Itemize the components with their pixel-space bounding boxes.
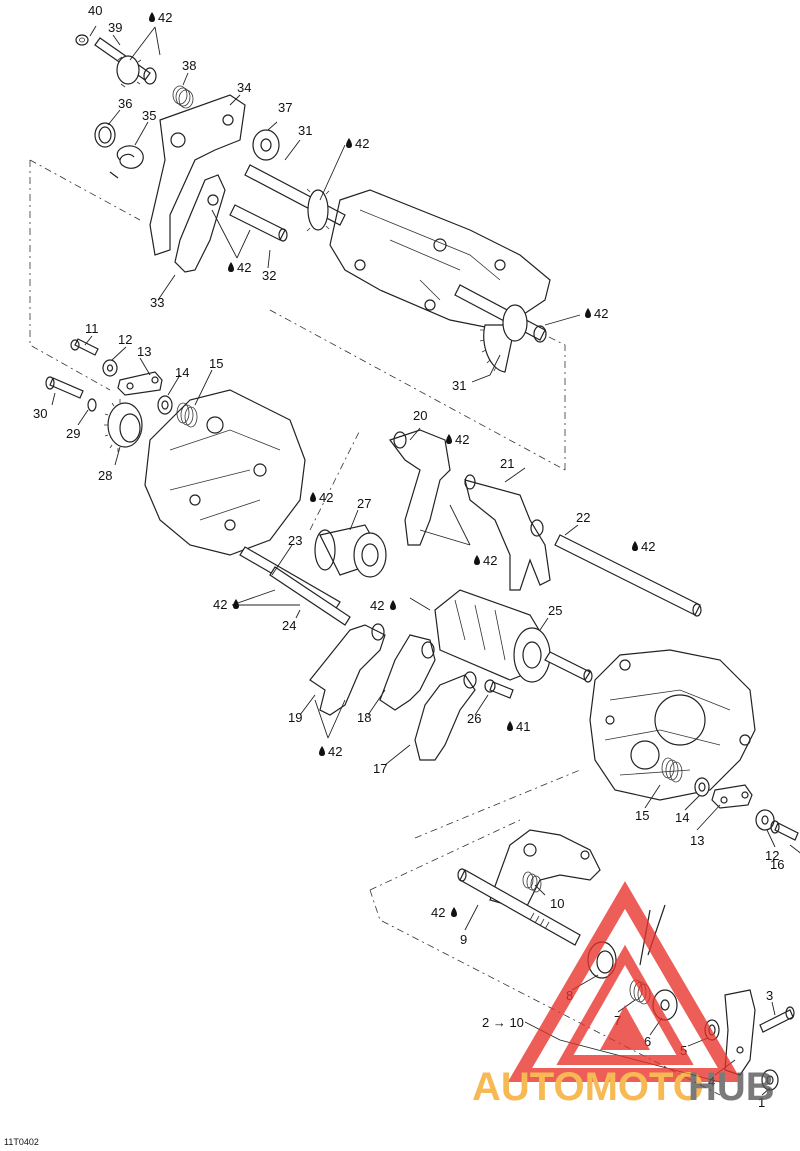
callout-14-left: 14 [175,365,189,380]
callout-14-right: 14 [675,810,689,825]
drop-icon [310,492,316,502]
callout-32: 32 [262,268,276,283]
drop-icon [585,308,591,318]
lube-label: 42 [213,597,227,612]
assembly-guide-lines [29,159,721,1096]
callout-13-right: 13 [690,833,704,848]
callout-37: 37 [278,100,292,115]
callout-20: 20 [413,408,427,423]
callout-13-left: 13 [137,344,151,359]
lube-label: 42 [158,10,172,25]
callout-11: 11 [85,321,99,336]
drop-icon [233,599,239,609]
shift-shaft-assembly [457,829,795,1091]
callout-35: 35 [142,108,156,123]
callout-19: 19 [288,710,302,725]
lube-label: 42 [594,306,608,321]
callout-15-left: 15 [209,356,223,371]
callout-16: 16 [770,857,784,872]
callout-33: 33 [150,295,164,310]
triangle-logo-icon [507,881,743,1082]
callout-30: 30 [33,406,47,421]
drop-icon [319,746,325,756]
drop-icon [451,907,457,917]
callout-15-right: 15 [635,808,649,823]
callout-27: 27 [357,496,371,511]
callout-25: 25 [548,603,562,618]
callout-36: 36 [118,96,132,111]
right-housing-assembly [589,649,799,841]
figure-code: 11T0402 [4,1137,39,1147]
drop-icon [346,138,352,148]
drop-icon [446,434,452,444]
callout-21: 21 [500,456,514,471]
callout-29: 29 [66,426,80,441]
fork-assembly-lower [309,589,593,761]
drop-icon [149,12,155,22]
callout-1: 1 [758,1095,765,1110]
callout-28: 28 [98,468,112,483]
leader-lines [51,25,800,1096]
lube-label: 42 [431,905,445,920]
callout-9: 9 [460,932,467,947]
drop-icon [390,600,396,610]
callout-26: 26 [467,711,481,726]
lube-label: 42 [355,136,369,151]
callout-23: 23 [288,533,302,548]
callout-6: 6 [644,1034,651,1049]
callout-12-left: 12 [118,332,132,347]
callout-38: 38 [182,58,196,73]
callout-2-to-10: 2 → 10 [482,1015,524,1030]
lube-label: 42 [237,260,251,275]
top-assembly [75,34,551,373]
drop-icon [474,555,480,565]
lube-label: 42 [641,539,655,554]
callout-17: 17 [373,761,387,776]
fork-assembly-upper [389,429,702,617]
loctite-label: 41 [516,719,530,734]
lube-label: 42 [328,744,342,759]
callout-22: 22 [576,510,590,525]
automotohub-watermark: AUTOMOTO HUB [472,881,775,1109]
callout-24: 24 [282,618,296,633]
lubricant-drop-icons [149,12,638,917]
lube-label: 42 [370,598,384,613]
callout-39: 39 [108,20,122,35]
callout-40: 40 [88,3,102,18]
drop-icon [228,262,234,272]
lube-label: 42 [455,432,469,447]
callout-12-right: 12 [765,848,779,863]
callout-18: 18 [357,710,371,725]
watermark-brand-suffix: HUB [688,1065,775,1109]
callout-31-top: 31 [298,123,312,138]
callout-labels: 40 39 38 37 36 35 34 33 32 31 31 30 29 2… [33,3,784,1110]
lube-label: 42 [483,553,497,568]
lube-label: 42 [319,490,333,505]
callout-34: 34 [237,80,251,95]
drop-icon [632,541,638,551]
callout-31-bottom: 31 [452,378,466,393]
watermark-brand-prefix: AUTOMOTO [472,1065,704,1109]
drop-icon [507,721,513,731]
middle-left-assembly [45,338,387,626]
callout-3: 3 [766,988,773,1003]
lubricant-labels: 42 42 42 42 42 42 42 42 42 42 42 41 42 [158,10,655,920]
callout-10: 10 [550,896,564,911]
